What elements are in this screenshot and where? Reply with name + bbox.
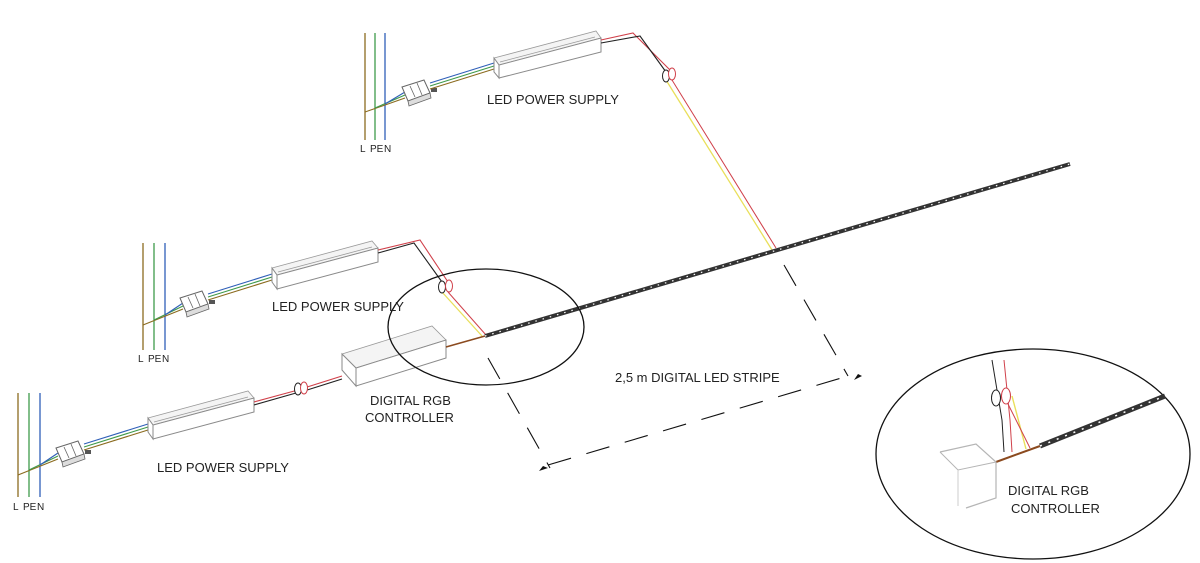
stripe-length-dimension	[487, 264, 862, 471]
mains-feed-middle	[142, 243, 184, 350]
psu-bottom-label: LED POWER SUPPLY	[157, 460, 289, 475]
terminal-n-top: N	[384, 144, 391, 155]
controller-label-line1: DIGITAL RGB	[370, 393, 451, 408]
terminal-n-bottom: N	[37, 502, 44, 513]
controller-to-stripe-wires	[445, 335, 486, 348]
mains-feed-bottom	[17, 393, 59, 497]
led-power-supply-top	[493, 30, 602, 80]
psu-top-output-wires	[600, 32, 777, 251]
terminal-l-middle: L	[138, 354, 144, 365]
psu-bottom-output-wires	[253, 375, 343, 406]
mains-feed-top	[364, 33, 406, 140]
led-power-supply-middle	[271, 240, 379, 291]
psu-top-input-wires	[429, 62, 495, 90]
fuse-middle	[438, 279, 453, 294]
detail-controller-label-line1: DIGITAL RGB	[1008, 483, 1089, 498]
detail-magnifier-circle	[387, 268, 585, 386]
psu-middle-label: LED POWER SUPPLY	[272, 299, 404, 314]
terminal-pe-top: PE	[370, 144, 384, 155]
fuse-top	[662, 67, 676, 83]
led-power-supply-bottom	[147, 390, 255, 441]
terminal-n-middle: N	[162, 354, 169, 365]
controller-label-line2: CONTROLLER	[365, 410, 454, 425]
fuse-bottom	[294, 381, 308, 396]
terminal-pe-middle: PE	[148, 354, 162, 365]
digital-rgb-controller	[341, 325, 447, 388]
terminal-block-middle	[179, 290, 215, 318]
terminal-l-top: L	[360, 144, 366, 155]
psu-middle-input-wires	[207, 273, 273, 301]
terminal-pe-bottom: PE	[23, 502, 37, 513]
detail-controller-label-line2: CONTROLLER	[1011, 501, 1100, 516]
led-stripe	[484, 162, 1071, 338]
psu-middle-output-wires	[377, 239, 487, 337]
psu-top-label: LED POWER SUPPLY	[487, 92, 619, 107]
terminal-block-bottom	[55, 440, 91, 468]
terminal-block-top	[401, 79, 437, 107]
stripe-length-label: 2,5 m DIGITAL LED STRIPE	[615, 370, 780, 385]
psu-bottom-input-wires	[83, 423, 149, 451]
detail-view	[875, 348, 1191, 560]
terminal-l-bottom: L	[13, 502, 19, 513]
